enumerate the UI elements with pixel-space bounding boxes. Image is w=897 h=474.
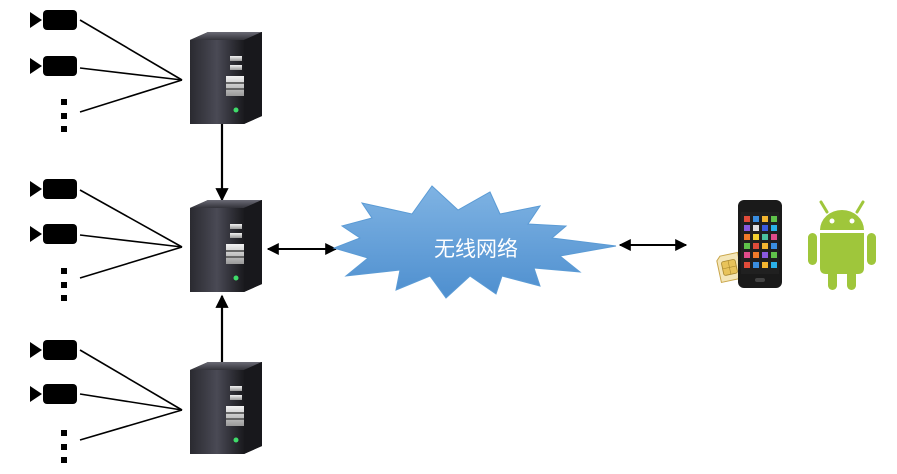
camera-column (30, 10, 77, 463)
server-tower-icon (190, 200, 262, 292)
camera-links-group-1 (79, 19, 183, 113)
video-camera-icon (30, 179, 77, 199)
video-camera-icon (30, 340, 77, 360)
camera-link (79, 79, 183, 113)
camera-links-group-3 (79, 349, 183, 441)
server-tower-icon (190, 362, 262, 454)
camera-link (79, 393, 183, 411)
camera-link (79, 349, 183, 411)
android-robot-icon (808, 200, 876, 290)
vertical-ellipsis-icon (61, 430, 67, 463)
camera-link (79, 189, 183, 248)
video-camera-icon (30, 224, 77, 244)
video-camera-icon (30, 384, 77, 404)
wireless-network-cloud: 无线网络 (332, 185, 617, 299)
vertical-ellipsis-icon (61, 268, 67, 301)
sim-card-icon (716, 251, 744, 284)
vertical-ellipsis-icon (61, 99, 67, 132)
camera-link (79, 246, 183, 279)
camera-link (79, 234, 183, 248)
camera-links-group-2 (79, 189, 183, 279)
camera-link (79, 67, 183, 81)
app-icon-grid (744, 216, 777, 268)
video-camera-icon (30, 56, 77, 76)
network-label: 无线网络 (434, 237, 518, 261)
camera-link (79, 409, 183, 441)
camera-link (79, 19, 183, 81)
server-tower-icon (190, 32, 262, 124)
network-burst-shape (332, 185, 617, 299)
video-camera-icon (30, 10, 77, 30)
smartphone-icon (738, 200, 782, 288)
